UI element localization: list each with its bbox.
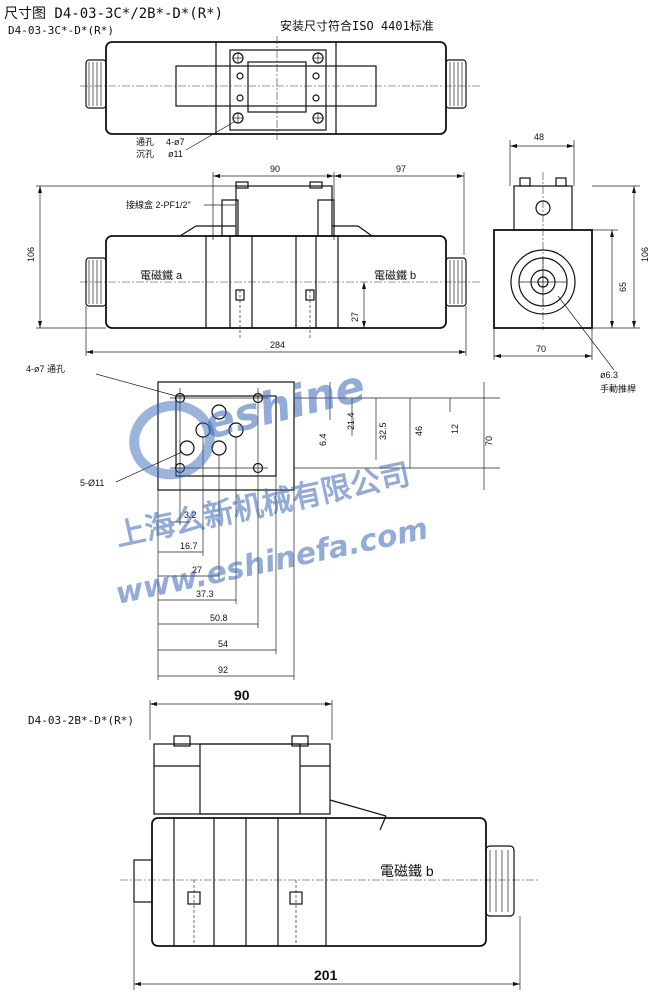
h-dim-3: 37.3 [196,589,214,599]
dim-284-front: 284 [270,340,285,350]
v-dim-5: 70 [484,436,494,446]
counterbore-label: 沉孔 [136,149,154,159]
dim-97-front: 97 [396,164,406,174]
mounting-face: 4-ø7 通孔 5-Ø11 6.4 21.4 32.5 46 12 70 [26,364,500,680]
model-2b-label: D4-03-2B*-D*(R*) [28,714,134,727]
terminal-box-label: 接線盒 2-PF1/2" [126,199,191,210]
holes-11-label: 5-Ø11 [80,478,104,488]
counterbore-size: ø11 [168,149,183,159]
manual-override-label: 手動推桿 [600,383,636,394]
h-dim-5: 54 [218,639,228,649]
h-dim-4: 50.8 [210,613,228,623]
v-dim-4: 12 [450,424,460,434]
v-dim-1: 21.4 [346,412,356,430]
dim-201-bottom: 201 [314,967,338,983]
top-bolt-holes [232,52,324,124]
top-view: 通孔 4-ø7 沉孔 ø11 [80,36,480,159]
dim-65-side: 65 [618,282,628,292]
holes-7-label: 4-ø7 通孔 [26,364,65,374]
watermark-brand: eshine [199,361,370,450]
h-dim-0: 3.2 [184,510,197,520]
pin-size-label: ø6.3 [600,370,618,380]
dim-90-front: 90 [270,164,280,174]
v-dim-0: 6.4 [318,433,328,446]
dim-70-side: 70 [536,344,546,354]
bottom-view: 90 電磁鐵 b 201 [120,687,540,990]
through-hole-size: 4-ø7 [166,137,185,147]
iso-install-note: 安装尺寸符合ISO 4401标准 [280,18,434,33]
dim-106-front: 106 [26,247,36,262]
v-dim-3: 46 [414,426,424,436]
watermark: eshine 上海么新机械有限公司 www.eshinefa.com [112,361,431,612]
solenoid-a-label: 電磁鐵 a [140,268,183,282]
solenoid-b-label-front: 電磁鐵 b [374,268,416,282]
side-view: 48 106 65 70 ø6.3 [493,132,650,394]
dim-27-front: 27 [350,312,360,322]
dim-48-side: 48 [534,132,544,142]
solenoid-b-label-bottom: 電磁鐵 b [380,863,434,879]
model-3c-label: D4-03-3C*-D*(R*) [8,24,114,37]
through-hole-label: 通孔 [136,137,154,147]
v-dim-2: 32.5 [378,422,388,440]
dim-90-bottom: 90 [234,687,250,703]
front-view: 90 97 接線盒 2-PF1/2" 電磁鐵 a 電磁鐵 b [26,164,480,356]
dim-106-side: 106 [640,247,650,262]
h-dim-1: 16.7 [180,541,198,551]
drawing-title: 尺寸图 D4-03-3C*/2B*-D*(R*) [4,6,223,22]
h-dim-6: 92 [218,665,228,675]
h-dim-2: 27 [192,565,202,575]
